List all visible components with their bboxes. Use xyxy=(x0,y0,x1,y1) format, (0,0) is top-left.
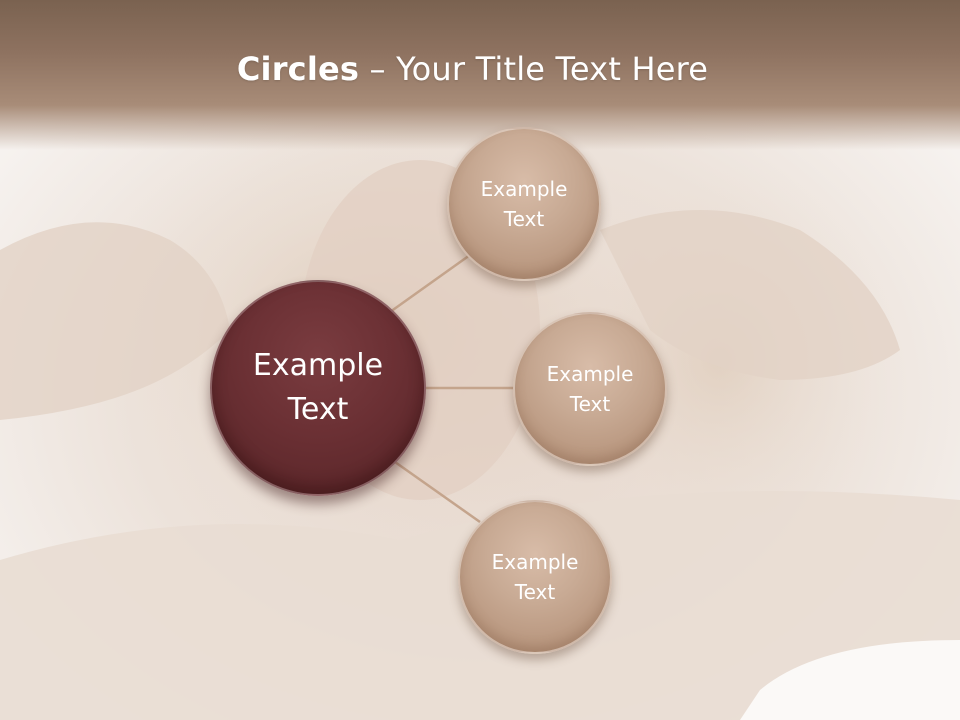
title-bar xyxy=(0,0,960,150)
connector-top xyxy=(389,253,471,314)
title-rest: – Your Title Text Here xyxy=(359,50,709,88)
satellite-node-top[interactable]: Example Text xyxy=(447,127,601,281)
center-node-line2: Text xyxy=(287,392,349,427)
center-node-line1: Example xyxy=(252,348,384,383)
satellite-node-line1: Example xyxy=(491,550,579,574)
satellite-node-line1: Example xyxy=(546,362,634,386)
title-bold: Circles xyxy=(236,50,360,88)
satellite-node-line2: Text xyxy=(569,392,611,416)
satellite-node-line2: Text xyxy=(514,580,556,604)
satellite-node-middle[interactable]: Example Text xyxy=(513,312,667,466)
satellite-node-line1: Example xyxy=(480,177,568,201)
satellite-node-bottom[interactable]: Example Text xyxy=(458,500,612,654)
center-node[interactable]: Example Text xyxy=(210,280,426,496)
connector-bottom xyxy=(394,460,481,524)
slide-title: Circles – Your Title Text Here xyxy=(0,50,945,88)
satellite-node-line2: Text xyxy=(503,207,545,231)
